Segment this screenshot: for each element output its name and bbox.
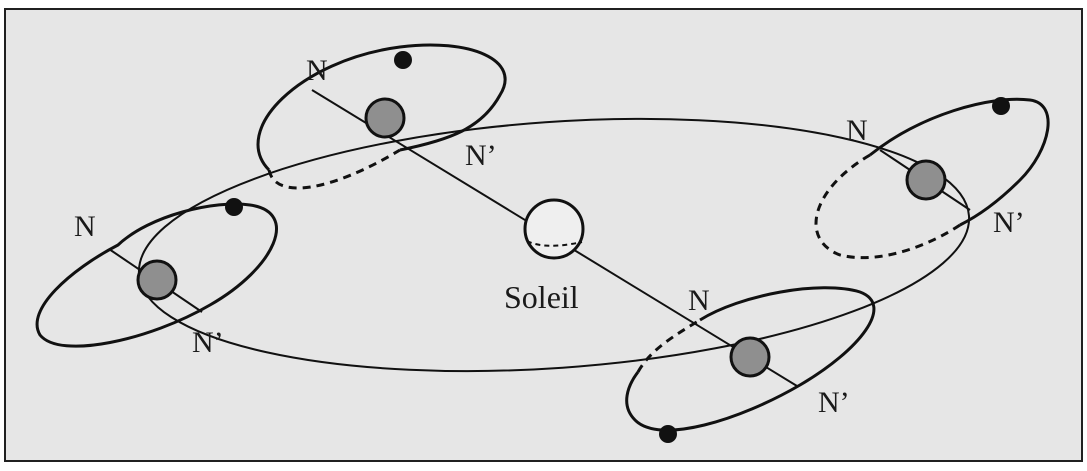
moon-orbit-back (636, 318, 701, 373)
position-bottom: N N’ (625, 284, 876, 443)
node-north-label: N (74, 210, 96, 243)
moon-orbit-front (869, 97, 1050, 227)
sun-label: Soleil (504, 279, 579, 315)
moon (225, 198, 243, 216)
node-south-label: N’ (818, 386, 850, 419)
sun (523, 198, 585, 260)
position-right: N N’ (814, 97, 1050, 260)
earth (905, 159, 947, 201)
earth (136, 259, 178, 301)
node-north-label: N (688, 284, 710, 317)
node-south-label: N’ (993, 206, 1025, 239)
position-left: N N’ (35, 198, 278, 359)
moon (659, 425, 677, 443)
node-north-label: N (306, 54, 328, 87)
earth (364, 97, 406, 139)
moon (992, 97, 1010, 115)
moon-orbit-front (256, 43, 507, 172)
moon-orbit-front (625, 286, 876, 432)
sun-hidden-orbit-arc (526, 240, 583, 247)
moon (394, 51, 412, 69)
moon-orbit-back (814, 153, 961, 260)
node-south-label: N’ (192, 326, 224, 359)
earth (729, 336, 771, 378)
moon-orbit (35, 202, 278, 348)
position-top-left: N N’ (256, 43, 507, 190)
node-north-label: N (846, 114, 868, 147)
node-south-label: N’ (465, 139, 497, 172)
